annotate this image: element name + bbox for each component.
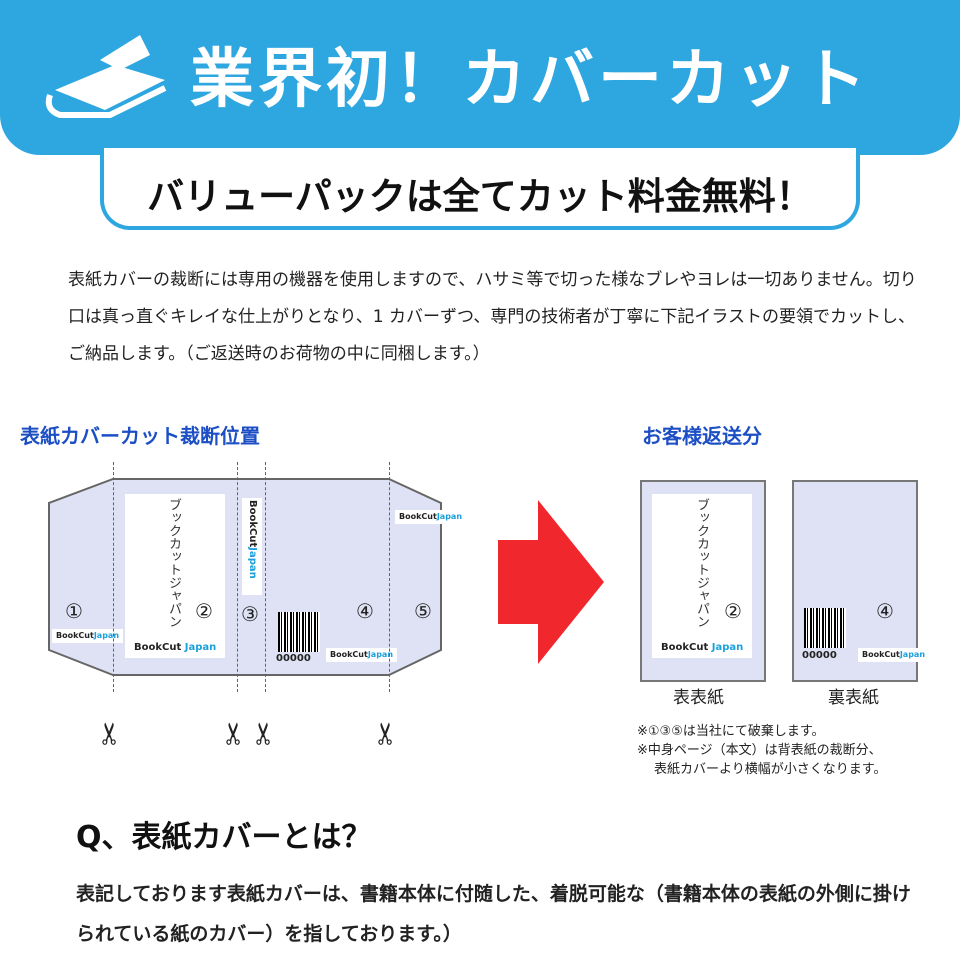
logo-text: BookCut (134, 642, 182, 653)
note: ※中身ページ（本文）は背表紙の裁断分、 (637, 743, 882, 758)
section-number: ⑤ (414, 599, 432, 623)
logo: BookCutJapan (858, 648, 930, 662)
logo-text: BookCut (862, 650, 900, 659)
logo-text: BookCut (399, 512, 437, 521)
logo-text: Japan (367, 650, 394, 659)
logo: BookCutJapan (395, 510, 467, 524)
logo-text: Japan (184, 642, 217, 653)
logo-text: Japan (899, 650, 926, 659)
intro-text: 表紙カバーの裁断には専用の機器を使用しますので、ハサミ等で切った様なブレやヨレは… (68, 270, 917, 364)
section-number: ④ (876, 599, 894, 623)
section-number: ① (65, 599, 83, 623)
logo-text: Japan (711, 642, 744, 653)
scissors-icon: ✂ (369, 720, 405, 747)
logo-text: BookCut (247, 500, 258, 548)
note: 表紙カバーより横幅が小さくなります。 (654, 762, 887, 777)
scissors-icon: ✂ (247, 720, 283, 747)
barcode (804, 608, 846, 648)
front-cover-panel (652, 494, 752, 658)
logo: BookCutJapan (326, 648, 398, 662)
logo-text: Japan (436, 512, 463, 521)
cut-line (389, 462, 390, 692)
section-number: ③ (241, 602, 259, 626)
logo-text: BookCut (56, 631, 94, 640)
header-title: 業界初！カバーカット (190, 43, 870, 117)
barcode-number: 00000 (802, 650, 837, 661)
cut-line (113, 462, 114, 692)
section-number: ④ (356, 599, 374, 623)
logo-text: BookCut (330, 650, 368, 659)
spine-logo: BookCutJapan (242, 498, 262, 595)
faq-question: Q、表紙カバーとは？ (76, 820, 372, 855)
subtitle: バリューパックは全てカット料金無料！ (147, 175, 813, 218)
faq-answer: 表記しております表紙カバーは、書籍本体に付随した、着脱可能な（書籍本体の表紙の外… (76, 883, 911, 945)
cut-line (265, 462, 266, 692)
scissors-icon: ✂ (93, 720, 129, 747)
arrow-right-icon (498, 500, 604, 664)
cut-line (237, 462, 238, 692)
book-cut-icon (45, 35, 167, 118)
notes: ※①③⑤は当社にて破棄します。 ※中身ページ（本文）は背表紙の裁断分、 表紙カバ… (637, 722, 886, 779)
logo-text: BookCut (661, 642, 709, 653)
section-number: ② (195, 599, 213, 623)
header-banner (0, 0, 960, 155)
return-title: お客様返送分 (642, 424, 762, 448)
front-cover-panel (125, 494, 225, 658)
note: ※①③⑤は当社にて破棄します。 (637, 724, 825, 739)
logo-text: Japan (93, 631, 120, 640)
subtitle-box (100, 148, 860, 230)
book-title: ブックカットジャパン (166, 498, 181, 628)
logo: BookCut Japan (130, 640, 221, 656)
barcode (278, 612, 320, 652)
barcode-number: 00000 (276, 653, 311, 664)
cut-position-title: 表紙カバーカット裁断位置 (20, 424, 260, 448)
section-number: ② (724, 599, 742, 623)
book-title: ブックカットジャパン (694, 498, 709, 628)
logo: BookCutJapan (52, 629, 124, 643)
logo: BookCut Japan (657, 640, 748, 656)
logo-text: Japan (247, 547, 258, 579)
front-cover-label: 表表紙 (673, 688, 724, 708)
back-cover-label: 裏表紙 (828, 688, 879, 708)
